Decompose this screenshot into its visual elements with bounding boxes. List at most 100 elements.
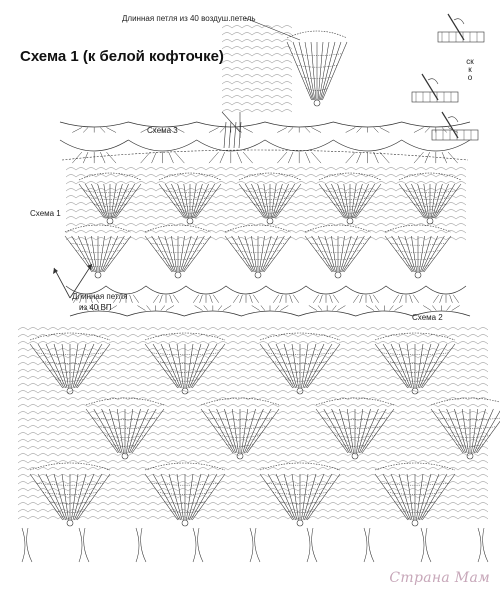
yarn-loop <box>447 116 459 123</box>
shell-stitch <box>219 127 225 133</box>
stitch-line <box>177 183 189 219</box>
chain-arch <box>318 172 382 181</box>
chain-arch <box>64 224 132 233</box>
shell-stitch <box>305 127 311 133</box>
shell-stitch <box>424 127 430 133</box>
shell-tip <box>254 271 262 279</box>
mesh-row <box>221 39 293 43</box>
scheme-1-label: Схема 1 <box>30 209 61 218</box>
stitch-line <box>338 235 345 273</box>
shell-stitch <box>151 152 157 164</box>
scheme-1-mesh <box>65 167 467 241</box>
mesh-row <box>221 46 293 50</box>
stitch-line <box>291 473 299 521</box>
shell-stitch <box>447 151 458 164</box>
chain-row <box>266 482 334 486</box>
shell-stitch <box>72 127 82 133</box>
stitch-line <box>361 408 395 454</box>
bottom-scallop <box>420 527 432 563</box>
shell-stitch <box>311 127 322 133</box>
tassel-strand <box>228 121 232 149</box>
stitch-line <box>398 343 413 389</box>
scheme-2-label: Схема 2 <box>412 313 443 322</box>
shell-stitch <box>412 294 420 303</box>
stitch-line <box>251 183 267 219</box>
shell-stitch <box>409 294 413 303</box>
chain-row <box>219 435 261 438</box>
shell-tip <box>66 519 74 527</box>
chain-row <box>395 250 441 253</box>
chain-arch <box>158 172 222 181</box>
shell-stitch <box>132 294 140 303</box>
shell-stitch <box>108 305 117 311</box>
shell-stitch <box>83 127 89 133</box>
stitch-line <box>302 343 317 389</box>
stitch-line <box>245 408 272 454</box>
shell-stitch <box>279 294 283 303</box>
chain-row <box>285 378 315 382</box>
shell-stitch <box>312 294 320 303</box>
stitch-line <box>274 183 296 219</box>
stitch-line <box>191 343 226 389</box>
shell-stitch <box>449 294 453 303</box>
mesh-row <box>17 376 489 380</box>
shell-stitch <box>365 305 375 311</box>
shell-tip <box>411 519 419 527</box>
stitch-line <box>473 408 494 454</box>
shell-stitch <box>232 294 240 303</box>
stitch-line <box>195 183 222 219</box>
stitch-line <box>130 408 157 454</box>
shell-stitch <box>152 294 160 303</box>
shell-stitch <box>129 294 133 303</box>
stitch-line <box>180 235 192 273</box>
shell-stitch <box>413 127 424 133</box>
scheme-1-bottom-edge <box>65 285 467 303</box>
chain-row <box>55 510 85 514</box>
shell-stitch <box>243 127 253 133</box>
scallop-line <box>59 139 471 152</box>
mesh-row <box>65 167 467 171</box>
shell-stitch <box>374 305 380 311</box>
shell-stitch <box>379 127 390 133</box>
shell-stitch <box>89 305 94 311</box>
chain-row <box>333 204 367 207</box>
mesh-row <box>221 25 293 29</box>
scheme-1-pineapple-lower <box>144 224 212 279</box>
bottom-scallop <box>363 527 375 563</box>
shell-tip <box>181 387 189 395</box>
stitch-line <box>301 343 309 389</box>
shell-tip <box>411 387 419 395</box>
bottom-scallop <box>306 527 318 563</box>
stitch-line <box>263 235 292 273</box>
stitch-line <box>404 235 416 273</box>
chain-row <box>272 492 328 495</box>
stitch-line <box>224 235 253 273</box>
stitch-line <box>103 235 132 273</box>
stitch-line <box>128 408 149 454</box>
chain-row <box>170 378 200 382</box>
scheme-1-pineapple-lower <box>304 224 372 279</box>
stitch-line <box>431 183 443 219</box>
shell-stitch <box>249 294 253 303</box>
shell-stitch <box>288 152 294 164</box>
stitch-line <box>187 343 202 389</box>
shell-stitch <box>359 294 363 303</box>
chain-row <box>49 370 91 373</box>
shell-stitch <box>192 294 200 303</box>
shell-stitch <box>329 294 333 303</box>
shell-stitch <box>172 294 180 303</box>
stitch-line <box>301 473 309 521</box>
stitch-line <box>346 408 354 454</box>
stitch-line <box>91 235 98 273</box>
shell-stitch <box>392 294 400 303</box>
stitch-line <box>416 343 424 389</box>
mesh-row <box>65 223 467 227</box>
shell-stitch <box>372 294 380 303</box>
shell-stitch <box>106 127 117 133</box>
shell-stitch <box>369 294 373 303</box>
chain-row <box>390 242 446 246</box>
shell-stitch <box>452 294 460 303</box>
shell-tip <box>426 217 434 225</box>
chain-arch <box>384 224 452 233</box>
stitch-line <box>191 473 226 521</box>
